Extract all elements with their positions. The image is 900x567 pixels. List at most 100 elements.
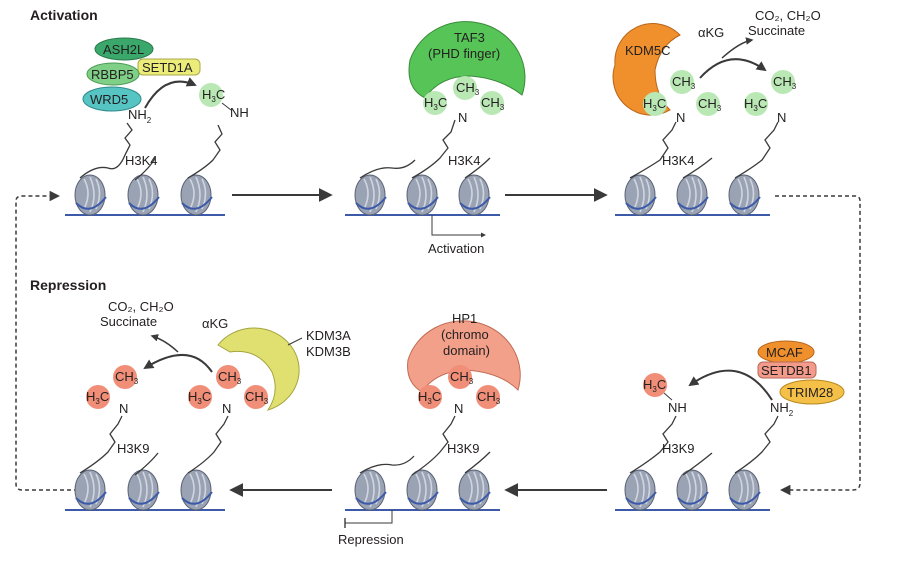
histone-tails xyxy=(629,415,779,476)
wrd5-protein xyxy=(82,86,142,112)
h3k9-label: H3K9 xyxy=(447,441,480,456)
h3k9-label: H3K9 xyxy=(117,441,150,456)
methyl-group xyxy=(453,76,477,100)
methylation-arrow xyxy=(144,77,197,109)
ch3-group: CH3 xyxy=(698,96,722,113)
writer-complex-activation xyxy=(82,37,201,112)
activation-section-title: Activation xyxy=(30,7,98,23)
methyl-group xyxy=(244,385,268,409)
methyl-group xyxy=(86,385,110,409)
trim28-protein xyxy=(779,379,845,405)
h3c-group: H3C xyxy=(643,377,666,394)
nucleosome-array xyxy=(354,469,491,511)
nucleosome xyxy=(127,469,160,511)
setdb1-label: SETDB1 xyxy=(761,363,812,378)
bond xyxy=(663,392,673,401)
ash2l-label: ASH2L xyxy=(103,42,144,57)
nucleosome xyxy=(354,469,387,511)
nucleosome xyxy=(728,469,761,511)
demethylation-arrow xyxy=(143,354,213,373)
n-atom: N xyxy=(777,110,786,125)
methyl-group xyxy=(188,385,212,409)
nucleosome xyxy=(74,174,107,216)
leader-line xyxy=(287,337,303,346)
setdb1-protein xyxy=(757,361,817,379)
methyl-group xyxy=(448,365,472,389)
nh-group: NH xyxy=(668,400,687,415)
methyl-group xyxy=(670,70,694,94)
methyl-group xyxy=(216,365,240,389)
nucleosome xyxy=(676,469,709,511)
ch3-group: CH3 xyxy=(450,369,474,386)
nucleosome xyxy=(406,174,439,216)
akg-label: αKG xyxy=(202,316,228,331)
repression-bar xyxy=(345,510,393,524)
kdm5c-label: KDM5C xyxy=(625,43,671,58)
activation-arrow xyxy=(431,215,486,238)
nucleosome-array xyxy=(354,174,491,216)
nucleosome xyxy=(624,174,657,216)
n-atom: N xyxy=(676,110,685,125)
n-atom: N xyxy=(458,110,467,125)
h3c-group: H3C xyxy=(188,389,211,406)
methyl-group xyxy=(113,365,137,389)
nh-group: NH xyxy=(230,105,249,120)
ch3-group: CH3 xyxy=(456,80,480,97)
nucleosome-array xyxy=(74,469,213,511)
h3c-group: H3C xyxy=(202,87,225,104)
methyl-group xyxy=(418,385,442,409)
h3c-group: H3C xyxy=(744,96,767,113)
methyl-group xyxy=(199,83,223,107)
histone-tails xyxy=(359,415,491,476)
methyl-group xyxy=(476,385,500,409)
kdm3a-label: KDM3A xyxy=(306,328,351,343)
taf3-label: TAF3 xyxy=(454,30,485,45)
methylation-arrow xyxy=(688,369,773,401)
repression-outcome-label: Repression xyxy=(338,532,404,547)
nucleosome xyxy=(180,174,213,216)
demethylation-arrow xyxy=(699,58,767,79)
nucleosome xyxy=(624,469,657,511)
cycle-connector-right xyxy=(775,195,861,496)
h3c-group: H3C xyxy=(643,96,666,113)
mcaf-label: MCAF xyxy=(766,345,803,360)
akg-label: αKG xyxy=(698,25,724,40)
nucleosome xyxy=(354,174,387,216)
kdm3b-label: KDM3B xyxy=(306,344,351,359)
hp1-domain-label-2: domain) xyxy=(443,343,490,358)
nucleosome xyxy=(127,174,160,216)
h3c-group: H3C xyxy=(86,389,109,406)
h3k4-label: H3K4 xyxy=(662,153,695,168)
taf3-domain-label: (PHD finger) xyxy=(428,46,500,61)
ch3-group: CH3 xyxy=(773,74,797,91)
methyl-group xyxy=(643,92,667,116)
histone-tails xyxy=(629,121,779,179)
methyl-group xyxy=(423,91,447,115)
succinate-label: Succinate xyxy=(100,314,157,329)
setd1a-label: SETD1A xyxy=(142,60,193,75)
ch3-group: CH3 xyxy=(115,369,139,386)
bond xyxy=(221,102,232,111)
cycle-connector-left xyxy=(15,190,78,491)
nucleosome-array xyxy=(74,174,213,216)
methyl-group xyxy=(480,91,504,115)
byproducts-label: CO₂, CH₂O xyxy=(755,8,821,23)
activation-outcome-label: Activation xyxy=(428,241,484,256)
succinate-label: Succinate xyxy=(748,23,805,38)
h3c-group: H3C xyxy=(424,95,447,112)
nh2-group: NH2 xyxy=(128,107,152,125)
nucleosome xyxy=(406,469,439,511)
kdm3-eraser xyxy=(217,327,300,411)
nh2-group: NH2 xyxy=(770,400,794,418)
methyl-group xyxy=(771,70,795,94)
h3k9-label: H3K9 xyxy=(662,441,695,456)
h3k4-label: H3K4 xyxy=(125,153,158,168)
byproducts-label: CO₂, CH₂O xyxy=(108,299,174,314)
histone-tails xyxy=(79,415,229,476)
trim28-label: TRIM28 xyxy=(787,385,833,400)
n-atom: N xyxy=(119,401,128,416)
writer-complex-repression xyxy=(757,340,845,405)
setd1a-protein xyxy=(137,58,201,76)
n-atom: N xyxy=(454,401,463,416)
kdm5c-eraser xyxy=(612,23,681,116)
